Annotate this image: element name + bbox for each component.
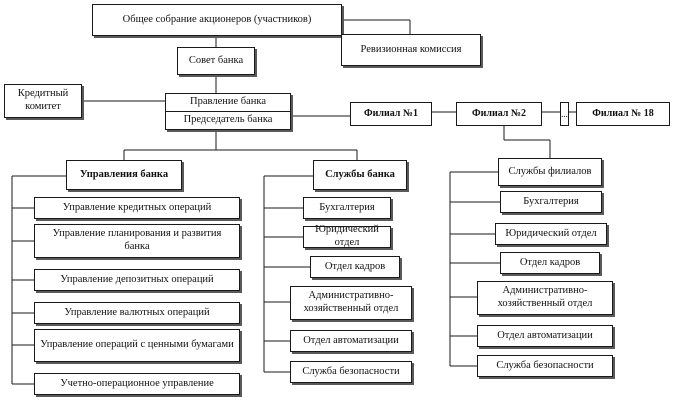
board-box: Совет банка bbox=[177, 47, 255, 75]
shareholders-meeting-box: Общее собрание акционеров (участников) bbox=[92, 4, 342, 36]
service-item: Отдел кадров bbox=[310, 256, 400, 278]
services-header-box: Службы банка bbox=[313, 160, 407, 190]
management-label: Правление банка bbox=[190, 96, 266, 108]
chairman-label: Председатель банка bbox=[166, 111, 290, 129]
branch-service-item: Служба безопасности bbox=[477, 355, 613, 377]
department-item: Управление депозитных операций bbox=[34, 269, 240, 291]
branch-1-box: Филиал №1 bbox=[350, 102, 432, 126]
management-box: Правление банка Председатель банка bbox=[165, 93, 291, 130]
department-item: Управление операций с ценными бумагами bbox=[34, 329, 240, 362]
departments-header-box: Управления банка bbox=[66, 160, 182, 190]
branch-service-item: Бухгалтерия bbox=[500, 191, 602, 213]
branch-services-header-box: Службы филиалов bbox=[498, 158, 602, 186]
branch-service-item: Юридический отдел bbox=[495, 223, 607, 245]
audit-commission-box: Ревизионная комиссия bbox=[341, 34, 481, 66]
branch-service-item: Отдел кадров bbox=[500, 252, 600, 274]
service-item: Административно-хозяйственный отдел bbox=[290, 286, 412, 320]
credit-committee-box: Кредитный комитет bbox=[4, 84, 82, 118]
service-item: Служба безопасности bbox=[290, 361, 412, 383]
branch-18-box: Филиал № 18 bbox=[576, 102, 670, 126]
service-item: Бухгалтерия bbox=[303, 197, 391, 219]
department-item: Управление кредитных операций bbox=[34, 197, 240, 219]
branch-service-item: Отдел автоматизации bbox=[477, 325, 613, 347]
branch-2-box: Филиал №2 bbox=[456, 102, 542, 126]
service-item: Отдел автоматизации bbox=[290, 330, 412, 352]
service-item: Юридический отдел bbox=[303, 224, 391, 248]
branch-service-item: Административно-хозяйственный отдел bbox=[477, 281, 613, 315]
department-item: Управление валютных операций bbox=[34, 302, 240, 324]
branch-ellipsis-box: ... bbox=[560, 102, 569, 126]
department-item: Учетно-операционное управление bbox=[34, 373, 240, 395]
department-item: Управление планирования и развития банка bbox=[34, 224, 240, 258]
